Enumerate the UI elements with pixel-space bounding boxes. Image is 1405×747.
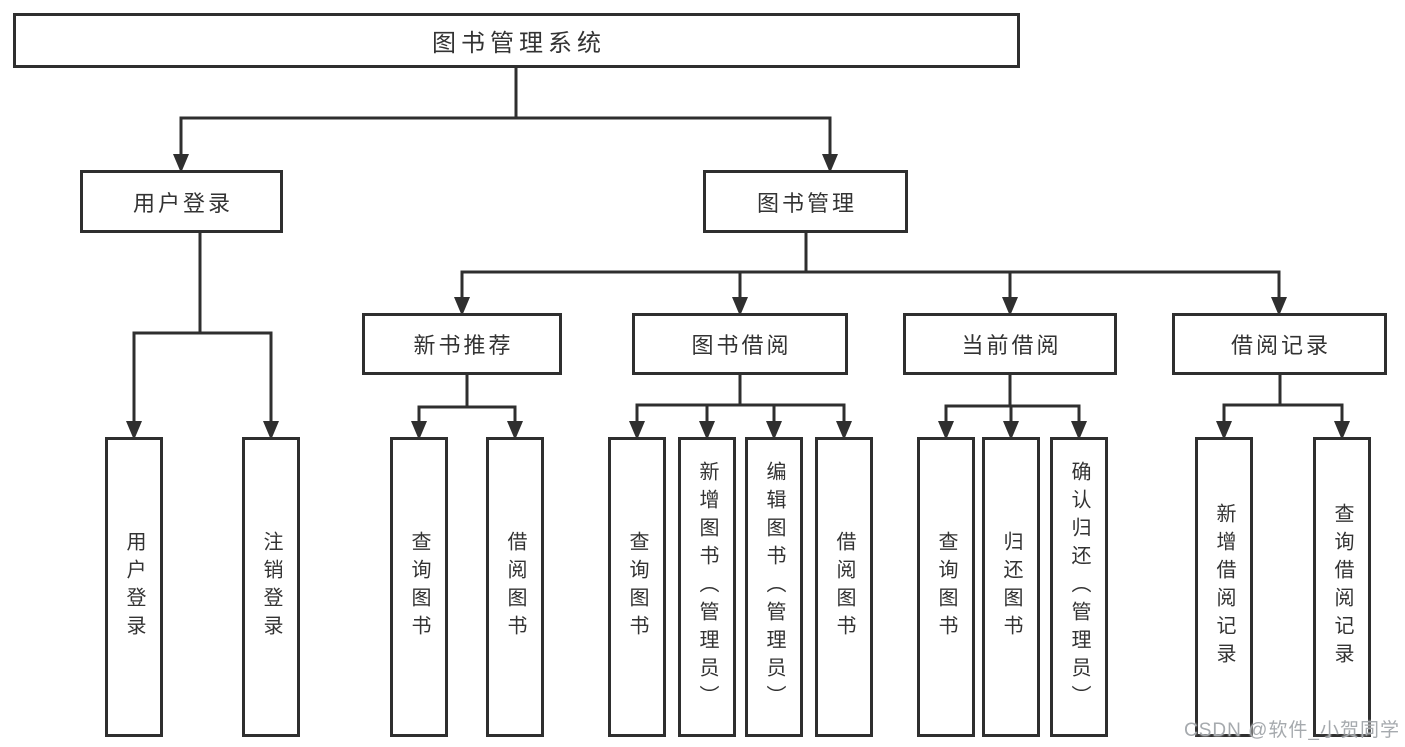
leaf-edit-book-admin: 编辑图书（管理员） — [745, 437, 803, 737]
leaf-borrow-books-recommend: 借阅图书 — [486, 437, 544, 737]
leaf-add-borrow-record: 新增借阅记录 — [1195, 437, 1253, 737]
node-label: 查询图书 — [626, 531, 648, 643]
node-book-management: 图书管理 — [703, 170, 908, 233]
node-label: 借阅图书 — [504, 531, 526, 643]
node-current-borrow: 当前借阅 — [903, 313, 1117, 375]
node-label: 新增借阅记录 — [1213, 503, 1235, 671]
connector-root-to-level2 — [173, 66, 838, 173]
node-label: 用户登录 — [123, 531, 145, 643]
leaf-return-book: 归还图书 — [982, 437, 1040, 737]
leaf-query-books-recommend: 查询图书 — [390, 437, 448, 737]
connector-book-management-branch — [454, 231, 1287, 316]
node-root: 图书管理系统 — [13, 13, 1020, 68]
node-label: 查询图书 — [408, 531, 430, 643]
connector-user-login-branch — [126, 231, 279, 440]
node-book-borrow: 图书借阅 — [632, 313, 848, 375]
node-label: 当前借阅 — [961, 333, 1062, 358]
connector-borrow-record-branch — [1216, 373, 1350, 440]
node-label: 图书管理 — [756, 190, 857, 216]
node-label: 查询图书 — [935, 531, 957, 643]
connector-current-borrow-branch — [938, 373, 1087, 440]
node-label: 图书借阅 — [691, 333, 792, 358]
node-new-book-recommend: 新书推荐 — [362, 313, 562, 375]
connector-book-borrow-branch — [629, 373, 852, 440]
node-label: 图书管理系统 — [432, 30, 606, 57]
node-label: 归还图书 — [1000, 531, 1022, 643]
node-label: 借阅图书 — [833, 531, 855, 643]
node-user-login: 用户登录 — [80, 170, 283, 233]
node-label: 用户登录 — [132, 190, 233, 216]
leaf-query-borrow-record: 查询借阅记录 — [1313, 437, 1371, 737]
leaf-query-books-borrow: 查询图书 — [608, 437, 666, 737]
node-label: 注销登录 — [260, 531, 282, 643]
node-label: 借阅记录 — [1230, 333, 1331, 358]
node-label: 新增图书（管理员） — [696, 461, 718, 713]
leaf-add-book-admin: 新增图书（管理员） — [678, 437, 736, 737]
connector-new-book-branch — [411, 373, 523, 440]
leaf-confirm-return-admin: 确认归还（管理员） — [1050, 437, 1108, 737]
csdn-watermark: CSDN @软件_小贺同学 — [1184, 720, 1400, 741]
leaf-borrow-books: 借阅图书 — [815, 437, 873, 737]
leaf-query-books-current: 查询图书 — [917, 437, 975, 737]
node-label: 编辑图书（管理员） — [763, 461, 785, 713]
node-borrow-records: 借阅记录 — [1172, 313, 1387, 375]
leaf-user-login: 用户登录 — [105, 437, 163, 737]
node-label: 查询借阅记录 — [1331, 503, 1353, 671]
node-label: 新书推荐 — [413, 333, 514, 358]
leaf-logout: 注销登录 — [242, 437, 300, 737]
node-label: 确认归还（管理员） — [1068, 461, 1090, 713]
